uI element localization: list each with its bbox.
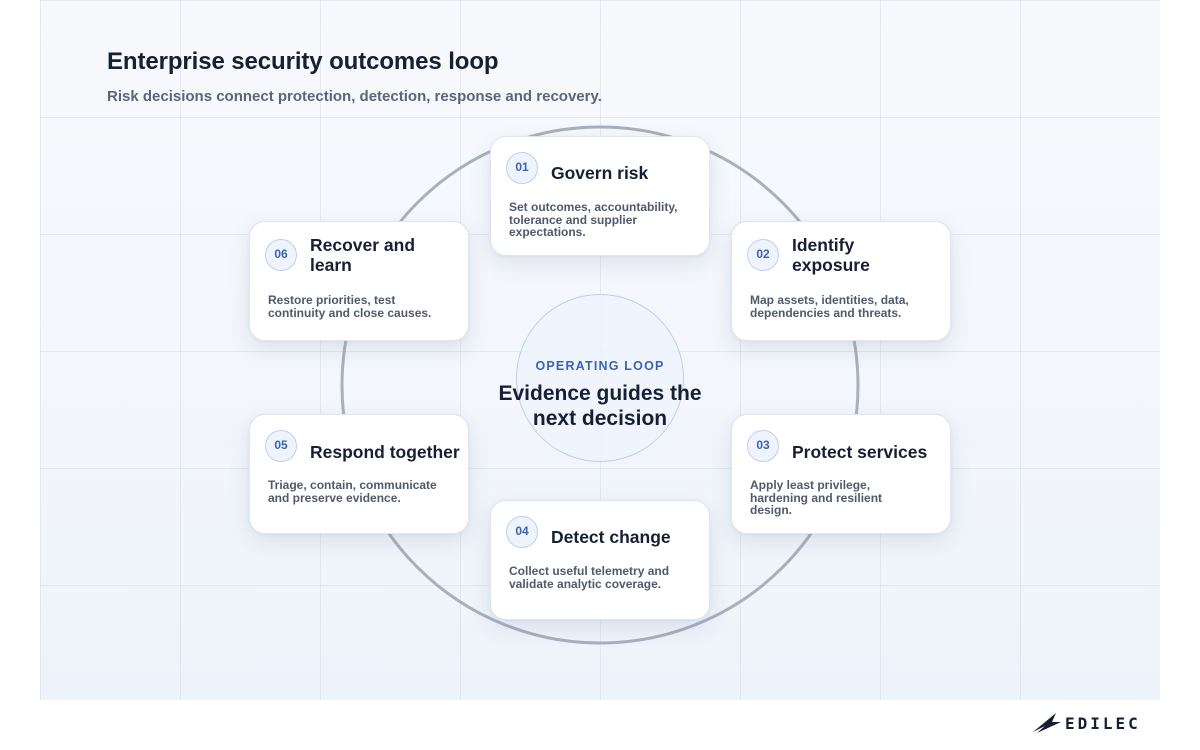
hub-text: Evidence guides the next decision [498, 382, 702, 430]
edilec-logo-wordmark: EDILEC [1065, 714, 1141, 733]
step-description: Restore priorities, test continuity and … [268, 293, 432, 320]
hub-label: OPERATING LOOP [535, 359, 665, 373]
step-number-badge: 05 [265, 430, 297, 462]
step-title: Respond together [310, 442, 460, 462]
step-title: Protect services [792, 442, 928, 462]
page-title: Enterprise security outcomes loop [107, 48, 499, 75]
loop-ring-circle [340, 125, 860, 645]
center-hub [516, 294, 684, 462]
step-description: Triage, contain, communicate and preserv… [268, 478, 437, 505]
step-card-recover-and-learn: 06 Recover and learn Restore priorities,… [249, 221, 469, 341]
edilec-logo: EDILEC [1033, 713, 1141, 733]
step-description: Collect useful telemetry and validate an… [509, 564, 670, 591]
step-description: Map assets, identities, data, dependenci… [750, 293, 909, 320]
step-card-govern-risk: 01 Govern risk Set outcomes, accountabil… [490, 136, 710, 256]
step-number-badge: 06 [265, 239, 297, 271]
step-card-detect-change: 04 Detect change Collect useful telemetr… [490, 500, 710, 620]
step-card-protect-services: 03 Protect services Apply least privileg… [731, 414, 951, 534]
step-number-badge: 02 [747, 239, 779, 271]
step-description: Set outcomes, accountability, tolerance … [509, 200, 678, 239]
step-number-badge: 01 [506, 152, 538, 184]
step-number-badge: 04 [506, 516, 538, 548]
step-title: Identify exposure [792, 235, 870, 275]
edilec-logo-mark-icon [1033, 713, 1061, 733]
step-number-badge: 03 [747, 430, 779, 462]
page-subtitle: Risk decisions connect protection, detec… [107, 88, 602, 105]
step-title: Detect change [551, 527, 671, 547]
step-card-identify-exposure: 02 Identify exposure Map assets, identit… [731, 221, 951, 341]
step-title: Govern risk [551, 163, 649, 183]
step-card-respond-together: 05 Respond together Triage, contain, com… [249, 414, 469, 534]
step-description: Apply least privilege, hardening and res… [750, 478, 883, 517]
step-title: Recover and learn [310, 235, 416, 275]
